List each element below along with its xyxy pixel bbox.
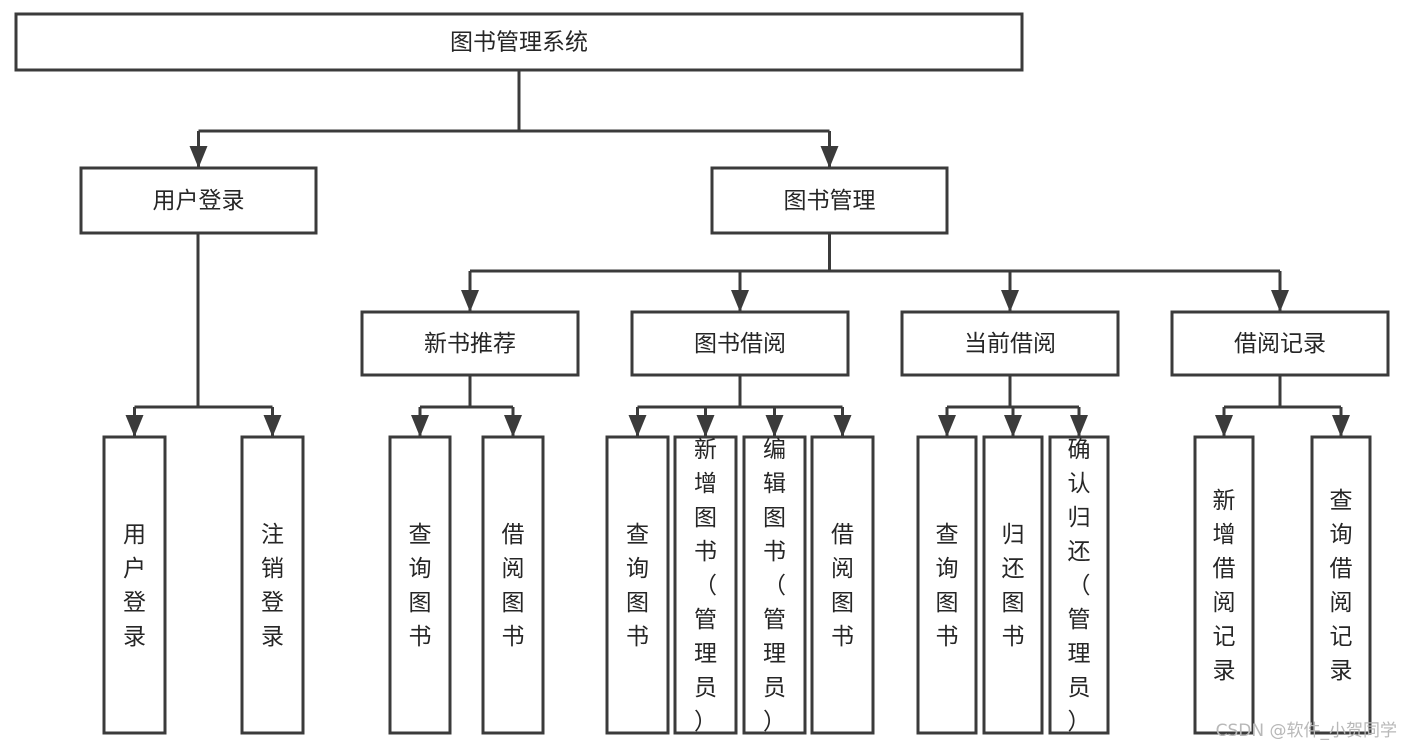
arrow-head-icon — [504, 415, 522, 437]
edge-layer — [125, 70, 1350, 437]
node-leaf-user-login[interactable]: 用户登录 — [102, 435, 167, 735]
arrow-head-icon — [696, 415, 715, 437]
node-label: 借阅图书 — [502, 522, 525, 650]
node-leaf-return-book[interactable]: 归还图书 — [982, 435, 1044, 735]
node-label: 图书管理系统 — [450, 30, 588, 56]
arrow-head-icon — [1004, 415, 1022, 437]
arrow-head-icon — [628, 415, 647, 437]
node-box — [982, 435, 1044, 735]
arrow-head-icon — [125, 415, 144, 437]
arrow-head-icon — [1215, 415, 1233, 437]
node-new-book-rec[interactable]: 新书推荐 — [360, 310, 580, 377]
arrow-head-icon — [1001, 290, 1019, 312]
node-leaf-borrow-book-b[interactable]: 借阅图书 — [810, 435, 875, 735]
arrow-head-icon — [1271, 290, 1289, 312]
node-user-login[interactable]: 用户登录 — [79, 166, 318, 235]
node-label: 确认归还（管理员） — [1068, 437, 1091, 735]
arrow-head-icon — [731, 290, 749, 312]
arrow-head-icon — [411, 415, 429, 437]
node-leaf-add-record[interactable]: 新增借阅记录 — [1193, 435, 1255, 735]
node-label: 查询借阅记录 — [1330, 488, 1353, 684]
node-leaf-user-logout[interactable]: 注销登录 — [240, 435, 305, 735]
node-box — [1048, 435, 1110, 735]
node-box — [742, 435, 807, 735]
node-box — [1310, 435, 1372, 735]
node-box — [481, 435, 545, 735]
node-label: 用户登录 — [153, 188, 245, 214]
node-box — [710, 166, 949, 235]
arrow-head-icon — [765, 415, 784, 437]
node-box — [240, 435, 305, 735]
node-label: 图书借阅 — [694, 331, 786, 357]
node-leaf-query-record[interactable]: 查询借阅记录 — [1310, 435, 1372, 735]
node-box — [1170, 310, 1390, 377]
node-label: 注销登录 — [261, 522, 284, 650]
node-leaf-add-book[interactable]: 新增图书（管理员） — [673, 435, 738, 735]
node-book-borrow[interactable]: 图书借阅 — [630, 310, 850, 377]
node-book-manage[interactable]: 图书管理 — [710, 166, 949, 235]
node-label: 新增借阅记录 — [1213, 488, 1236, 684]
arrow-head-icon — [820, 146, 839, 168]
arrow-head-icon — [461, 290, 479, 312]
node-layer: 图书管理系统用户登录图书管理新书推荐图书借阅当前借阅借阅记录用户登录注销登录查询… — [14, 12, 1390, 735]
node-label: 归还图书 — [1002, 522, 1025, 650]
node-label: 编辑图书（管理员） — [763, 437, 786, 735]
node-box — [1193, 435, 1255, 735]
node-label: 借阅记录 — [1234, 331, 1326, 357]
node-leaf-borrow-book-rec[interactable]: 借阅图书 — [481, 435, 545, 735]
node-leaf-query-book-c[interactable]: 查询图书 — [916, 435, 978, 735]
node-root[interactable]: 图书管理系统 — [14, 12, 1024, 72]
node-leaf-edit-book[interactable]: 编辑图书（管理员） — [742, 435, 807, 735]
arrow-head-icon — [833, 415, 852, 437]
node-box — [916, 435, 978, 735]
node-label: 图书管理 — [784, 188, 876, 214]
node-leaf-confirm-return[interactable]: 确认归还（管理员） — [1048, 435, 1110, 735]
node-box — [102, 435, 167, 735]
node-label: 新书推荐 — [424, 331, 516, 357]
arrow-head-icon — [938, 415, 956, 437]
node-leaf-query-book-b[interactable]: 查询图书 — [605, 435, 670, 735]
node-box — [360, 310, 580, 377]
node-label: 用户登录 — [123, 522, 146, 650]
node-label: 查询图书 — [626, 522, 649, 650]
node-box — [900, 310, 1120, 377]
arrow-head-icon — [1070, 415, 1088, 437]
arrow-head-icon — [189, 146, 208, 168]
arrow-head-icon — [263, 415, 282, 437]
node-box — [79, 166, 318, 235]
node-current-borrow[interactable]: 当前借阅 — [900, 310, 1120, 377]
node-box — [810, 435, 875, 735]
node-leaf-query-book-rec[interactable]: 查询图书 — [388, 435, 452, 735]
node-borrow-record[interactable]: 借阅记录 — [1170, 310, 1390, 377]
node-box — [388, 435, 452, 735]
arrow-head-icon — [1332, 415, 1350, 437]
node-label: 查询图书 — [936, 522, 959, 650]
node-label: 查询图书 — [409, 522, 432, 650]
node-box — [630, 310, 850, 377]
node-box — [14, 12, 1024, 72]
node-box — [673, 435, 738, 735]
node-label: 借阅图书 — [831, 522, 854, 650]
node-label: 当前借阅 — [964, 331, 1056, 357]
node-label: 新增图书（管理员） — [694, 437, 717, 735]
node-box — [605, 435, 670, 735]
